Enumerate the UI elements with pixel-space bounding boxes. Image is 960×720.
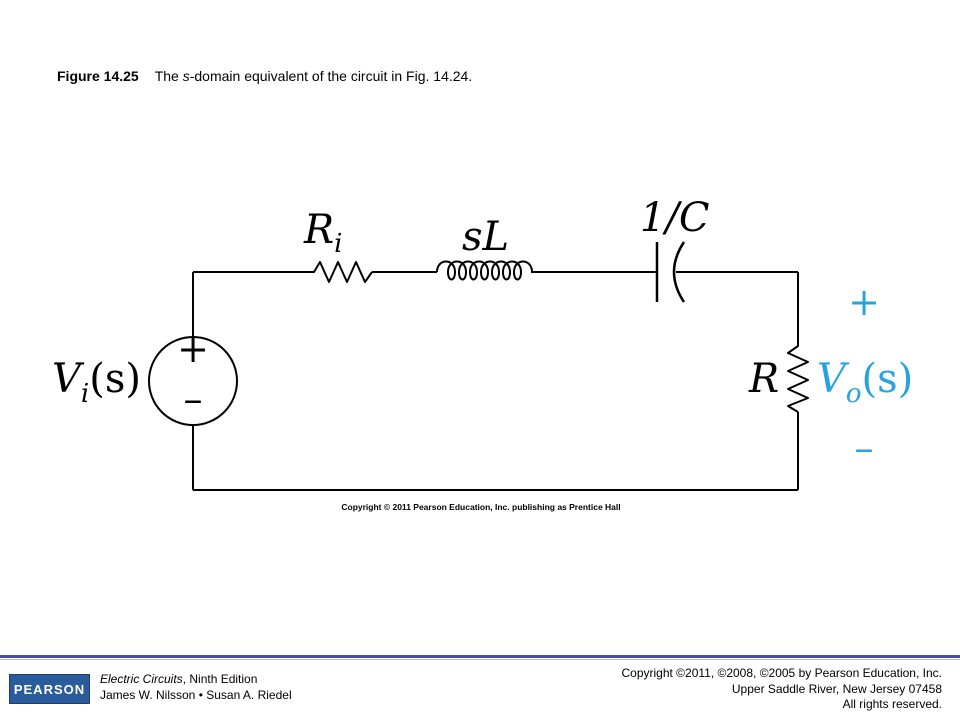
voltage-source-circle — [148, 336, 238, 426]
resistor-ri-label-main: R — [303, 207, 334, 253]
output-label-arg: (s) — [862, 356, 914, 402]
output-minus-sign: – — [855, 426, 874, 470]
resistor-ri-label-sub: i — [334, 229, 342, 259]
copyright-line-1: Copyright ©2011, ©2008, ©2005 by Pearson… — [621, 666, 942, 680]
source-label: Vi(s) — [52, 356, 141, 409]
inductor-label: sL — [462, 214, 509, 260]
caption-text-after: -domain equivalent of the circuit in Fig… — [189, 68, 473, 84]
figure-caption: Figure 14.25 The s-domain equivalent of t… — [57, 68, 472, 84]
figure-number: Figure 14.25 — [57, 68, 139, 84]
book-title-line: Electric Circuits, Ninth Edition — [100, 671, 292, 687]
caption-text-before: The — [154, 68, 183, 84]
resistor-ri-zigzag — [308, 261, 373, 283]
output-label: Vo(s) — [817, 356, 913, 409]
footer-rule-thin — [0, 659, 960, 660]
book-title: Electric Circuits — [100, 672, 183, 686]
book-authors: James W. Nilsson • Susan A. Riedel — [100, 688, 292, 702]
resistor-ri-label: Ri — [303, 207, 342, 259]
source-plus-sign: + — [177, 327, 209, 371]
inductor-coil — [436, 260, 538, 281]
book-info: Electric Circuits, Ninth Edition James W… — [100, 671, 292, 703]
output-plus-sign: + — [848, 280, 880, 324]
pearson-logo-text: PEARSON — [13, 681, 86, 697]
copyright-line-2: Upper Saddle River, New Jersey 07458 — [731, 681, 942, 696]
source-label-main: V — [52, 356, 85, 402]
footer-rule — [0, 655, 960, 658]
output-label-sub: o — [846, 379, 862, 409]
caption-text-italic: s — [182, 68, 190, 84]
capacitor-label: 1/C — [640, 195, 710, 241]
pearson-logo: PEARSON — [9, 674, 90, 704]
copyright-line-3: All rights reserved. — [842, 697, 942, 711]
load-resistor-label: R — [748, 356, 779, 402]
source-label-sub: i — [81, 379, 89, 409]
capacitor-plate-curved — [672, 241, 686, 303]
figure-copyright: Copyright © 2011 Pearson Education, Inc.… — [341, 502, 620, 512]
source-label-arg: (s) — [89, 356, 141, 402]
resistor-r-zigzag — [787, 340, 809, 413]
publisher-copyright: Copyright ©2011, ©2008, ©2005 by Pearson… — [621, 666, 942, 713]
source-minus-sign: – — [184, 377, 203, 421]
book-edition: , Ninth Edition — [182, 672, 258, 686]
output-label-main: V — [817, 356, 850, 402]
circuit-diagram: + – Vi(s) Ri sL 1/C R + Vo(s) – Copyrigh… — [52, 195, 913, 512]
